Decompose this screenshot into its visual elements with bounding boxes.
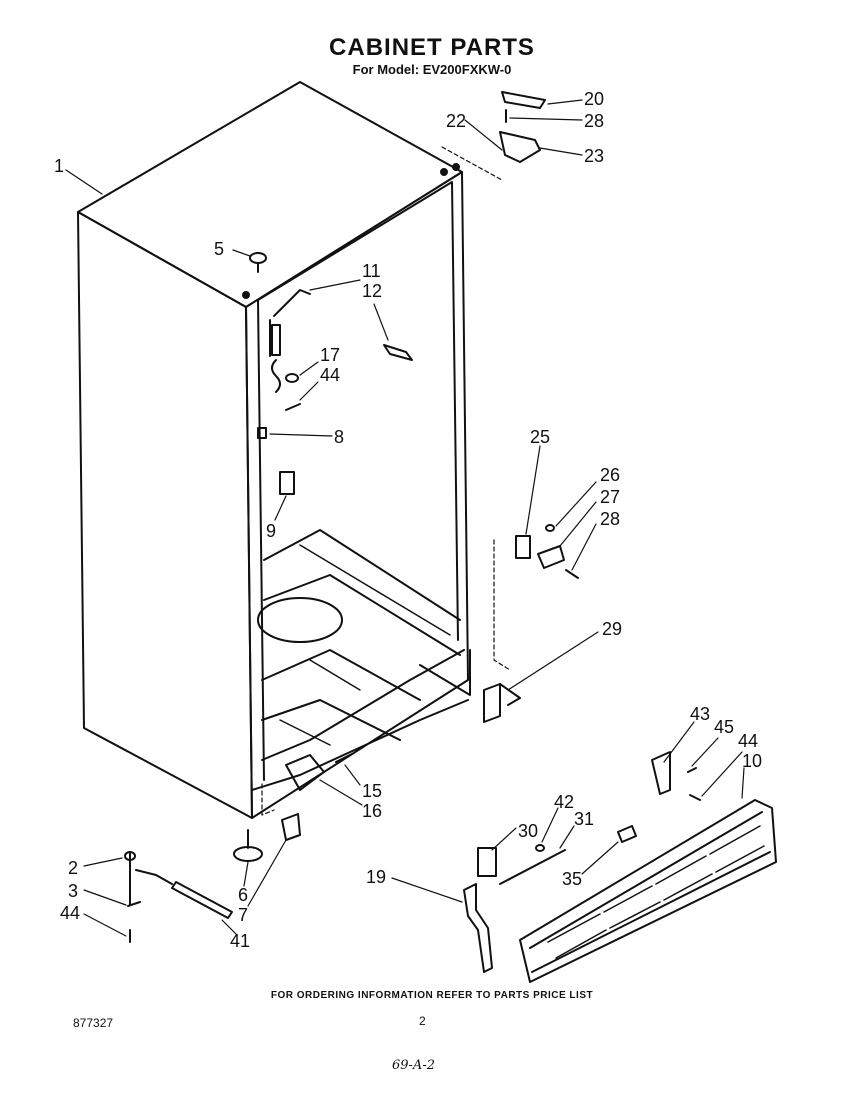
document-number: 877327 <box>73 1016 114 1030</box>
callout-23: 23 <box>584 146 605 166</box>
callout-22: 22 <box>446 111 467 131</box>
top-hinge-assembly <box>442 92 545 180</box>
page-title: CABINET PARTS <box>329 34 535 61</box>
callout-42: 42 <box>554 792 575 812</box>
handwritten-code: 69-A-2 <box>392 1058 435 1073</box>
callout-16: 16 <box>362 801 383 821</box>
callout-29: 29 <box>602 619 623 639</box>
callout-25: 25 <box>530 427 551 447</box>
lower-hinge-plate <box>484 684 520 722</box>
callout-5: 5 <box>214 239 225 259</box>
callout-27: 27 <box>600 487 621 507</box>
callout-44-right: 44 <box>738 731 759 751</box>
mid-hinge-assembly <box>494 525 578 670</box>
callout-31: 31 <box>574 809 595 829</box>
model-subtitle: For Model: EV200FXKW-0 <box>352 62 512 77</box>
callout-28-top: 28 <box>584 111 605 131</box>
cabinet-small-parts <box>250 253 412 494</box>
callout-3: 3 <box>68 881 79 901</box>
callout-28-mid: 28 <box>600 509 621 529</box>
callout-6: 6 <box>238 885 249 905</box>
leader-lines <box>66 100 744 936</box>
callout-44-left: 44 <box>60 903 81 923</box>
callout-12: 12 <box>362 281 383 301</box>
callout-2: 2 <box>68 858 79 878</box>
callout-30: 30 <box>518 821 539 841</box>
callout-15: 15 <box>362 781 383 801</box>
callout-7: 7 <box>238 905 249 925</box>
callout-35: 35 <box>562 869 583 889</box>
callout-1: 1 <box>54 156 65 176</box>
cabinet-body <box>78 82 470 818</box>
callout-45: 45 <box>714 717 735 737</box>
callout-43: 43 <box>690 704 711 724</box>
callout-19: 19 <box>366 867 387 887</box>
callout-9: 9 <box>266 521 277 541</box>
leveling-leg <box>234 784 300 861</box>
callout-11: 11 <box>362 261 381 281</box>
callout-8: 8 <box>334 427 345 447</box>
drain-parts <box>125 852 232 942</box>
callout-20: 20 <box>584 89 605 109</box>
callout-17: 17 <box>320 345 341 365</box>
ordering-info-note: FOR ORDERING INFORMATION REFER TO PARTS … <box>270 990 594 1001</box>
callout-10: 10 <box>742 751 763 771</box>
page-number: 2 <box>419 1014 426 1028</box>
callout-44-upper: 44 <box>320 365 341 385</box>
callout-26: 26 <box>600 465 621 485</box>
grille-assembly <box>464 752 776 982</box>
callout-41: 41 <box>230 931 251 951</box>
leveler-bracket <box>286 754 352 790</box>
